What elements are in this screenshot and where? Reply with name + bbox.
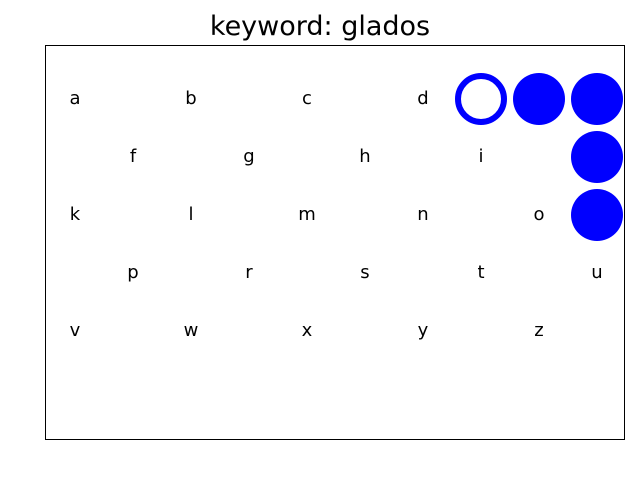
letter-cell-r[interactable]: r	[245, 262, 253, 283]
letter-cell-p[interactable]: p	[127, 262, 139, 283]
letter-cell-l[interactable]: l	[188, 204, 194, 225]
letter-cell-o[interactable]: o	[533, 204, 545, 225]
letter-cell-k[interactable]: k	[69, 204, 81, 225]
filled-token	[571, 189, 623, 241]
letter-cell-b[interactable]: b	[185, 88, 197, 109]
letter-cell-g[interactable]: g	[243, 146, 255, 167]
letter-cell-s[interactable]: s	[360, 262, 370, 283]
letter-cell-a[interactable]: a	[69, 88, 81, 109]
letter-cell-h[interactable]: h	[359, 146, 371, 167]
letter-cell-f[interactable]: f	[129, 146, 137, 167]
letter-cell-n[interactable]: n	[417, 204, 429, 225]
letter-cell-t[interactable]: t	[477, 262, 485, 283]
letter-cell-v[interactable]: v	[69, 320, 81, 341]
filled-token	[513, 73, 565, 125]
letter-cell-d[interactable]: d	[417, 88, 429, 109]
letter-cell-x[interactable]: x	[301, 320, 313, 341]
filled-token	[571, 73, 623, 125]
game-board[interactable]: a b c d f g h i k l m n o p r s t u v w x y z	[45, 45, 625, 440]
letter-cell-u[interactable]: u	[591, 262, 603, 283]
cursor-ring-token	[455, 73, 507, 125]
letter-cell-y[interactable]: y	[417, 320, 429, 341]
letter-cell-i[interactable]: i	[478, 146, 484, 167]
filled-token	[571, 131, 623, 183]
letter-cell-m[interactable]: m	[298, 204, 316, 225]
letter-cell-c[interactable]: c	[302, 88, 312, 109]
letter-cell-z[interactable]: z	[534, 320, 544, 341]
page-title: keyword: glados	[209, 11, 431, 42]
letter-cell-w[interactable]: w	[183, 320, 199, 341]
